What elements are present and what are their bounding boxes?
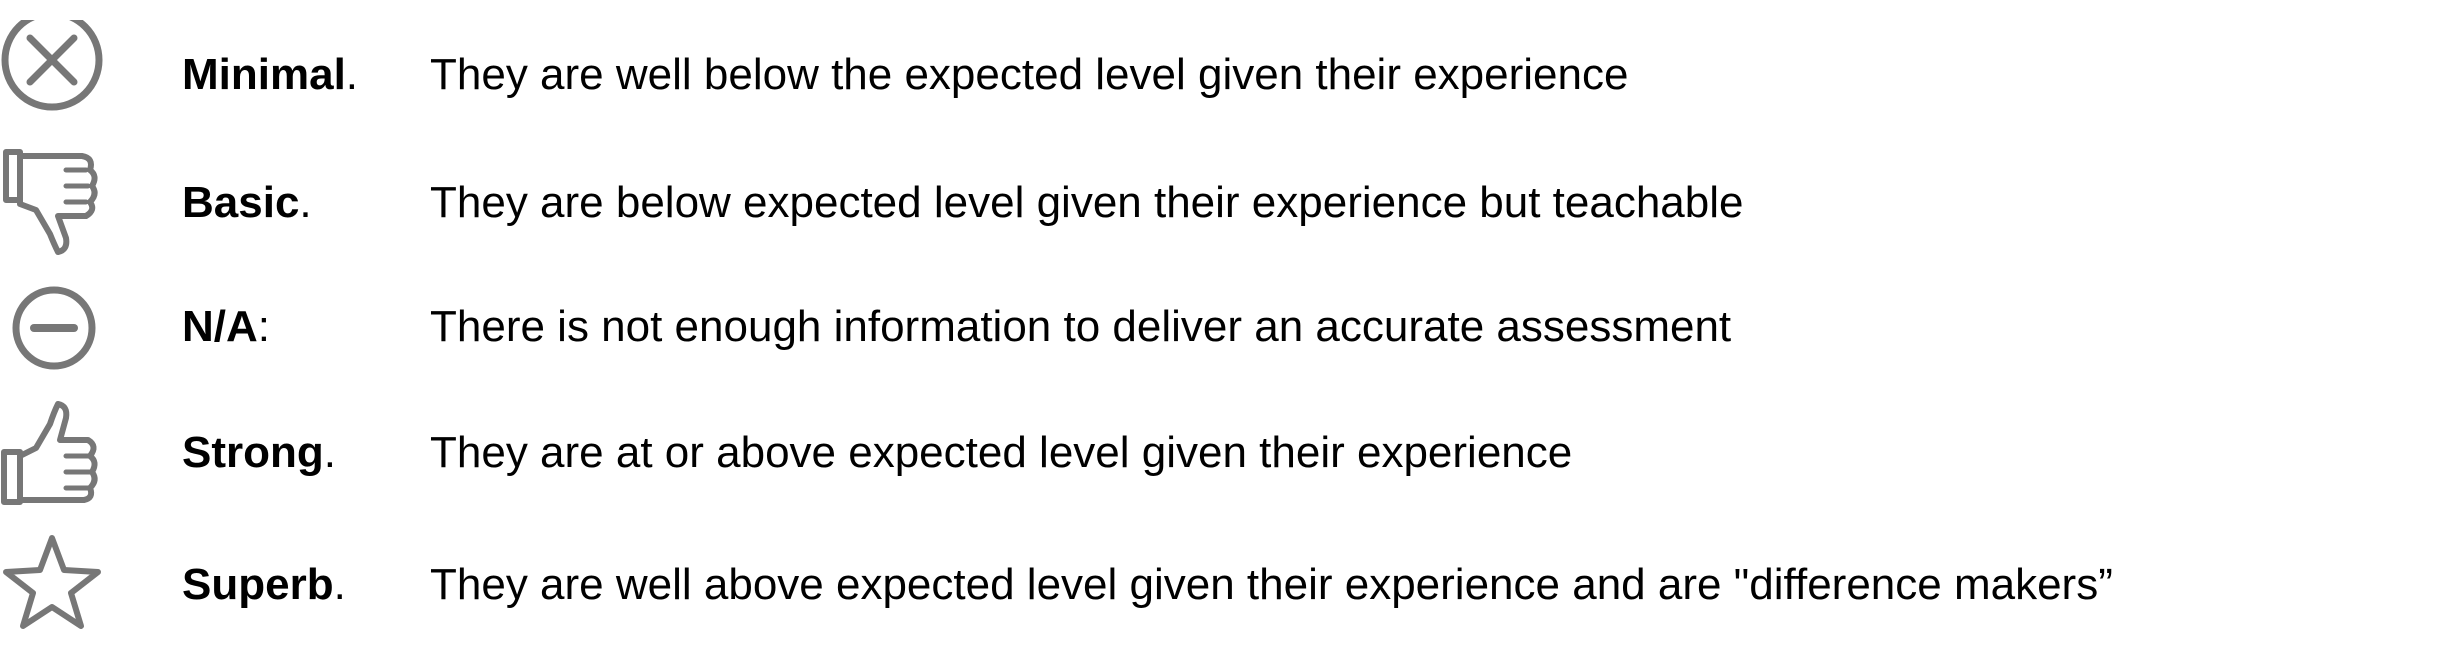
rating-description: There is not enough information to deliv… — [430, 302, 1732, 351]
rating-description: They are below expected level given thei… — [430, 178, 1744, 227]
rating-term: N/A: — [182, 299, 270, 355]
rating-term-label: Superb — [182, 560, 334, 609]
rating-description: They are well below the expected level g… — [430, 50, 1629, 99]
rating-term-punct: . — [323, 428, 336, 477]
rating-row-superb: Superb. They are well above expected lev… — [0, 530, 2442, 640]
rating-row-strong: Strong. They are at or above expected le… — [0, 398, 2442, 508]
rating-term-punct: . — [333, 560, 346, 609]
rating-description: They are well above expected level given… — [430, 560, 2113, 609]
rating-term-punct: . — [345, 50, 359, 99]
rating-term: Superb. — [182, 557, 346, 613]
rating-term-punct: . — [299, 178, 312, 227]
rating-term-label: Minimal — [182, 50, 346, 99]
rating-term-label: Strong — [182, 428, 324, 477]
rating-row-basic: Basic. They are below expected level giv… — [0, 148, 2442, 258]
rating-term: Strong. — [182, 425, 336, 481]
star-icon — [0, 530, 104, 640]
rating-term-label: N/A — [182, 302, 258, 351]
rating-term: Basic. — [182, 175, 312, 231]
rating-term-label: Basic — [182, 178, 300, 227]
rating-row-na: N/A: There is not enough information to … — [0, 272, 2442, 382]
circle-x-icon — [0, 20, 104, 130]
rating-description: They are at or above expected level give… — [430, 428, 1573, 477]
thumbs-up-icon — [0, 398, 104, 508]
rating-term-punct: : — [257, 302, 271, 351]
rating-row-minimal: Minimal. They are well below the expecte… — [0, 20, 2442, 130]
thumbs-down-icon — [0, 148, 104, 258]
rating-term: Minimal. — [182, 47, 358, 103]
circle-minus-icon — [0, 272, 104, 382]
